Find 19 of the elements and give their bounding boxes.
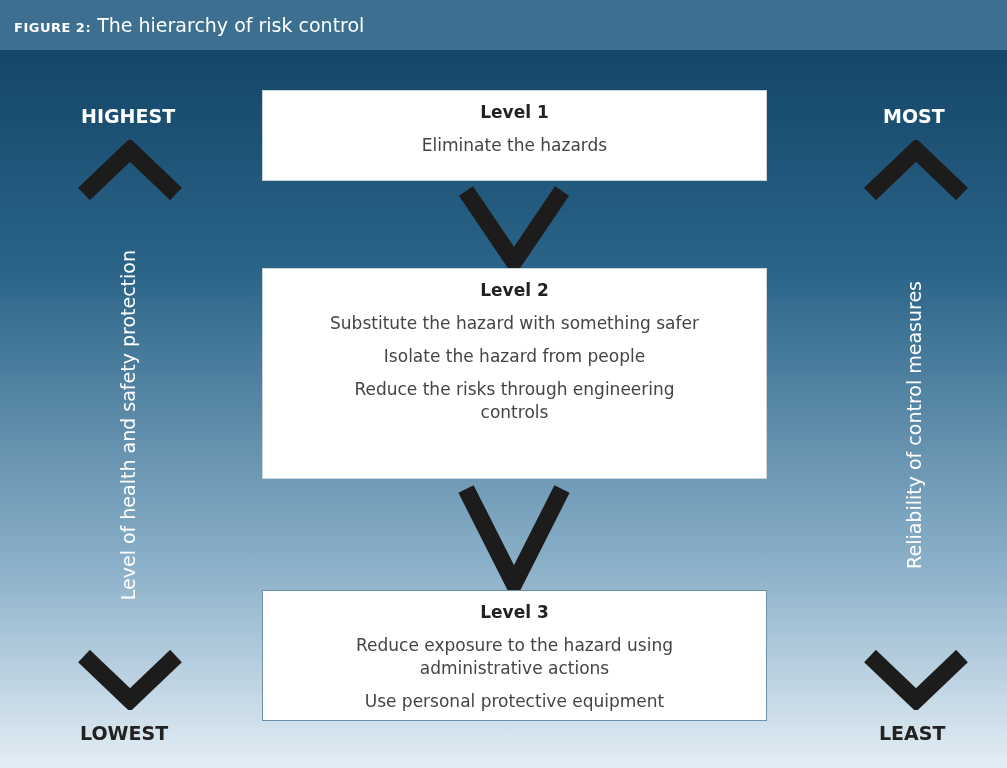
control-measure-text: Eliminate the hazards xyxy=(420,134,609,157)
level-box xyxy=(262,268,767,479)
level-heading: Level 1 xyxy=(479,101,550,124)
level-box xyxy=(262,590,767,721)
scale-top-label: HIGHEST xyxy=(81,105,176,127)
scale-axis-label: Level of health and safety protection xyxy=(117,250,139,601)
scale-bottom-label: LEAST xyxy=(879,722,946,744)
control-measure-text: Use personal protective equipment xyxy=(363,690,666,713)
scale-top-label: MOST xyxy=(883,105,945,127)
level-heading: Level 3 xyxy=(479,601,550,624)
scale-bottom-label: LOWEST xyxy=(80,722,169,744)
control-measure-text: Isolate the hazard from people xyxy=(382,345,647,368)
control-measure-text: Reduce the risks through engineering controls xyxy=(353,378,676,424)
figure-title: FIGURE 2: The hierarchy of risk control xyxy=(14,14,365,36)
level-box xyxy=(262,90,767,181)
control-measure-text: Substitute the hazard with something safer xyxy=(329,312,700,335)
control-measure-text: Reduce exposure to the hazard using administrative actions xyxy=(355,634,674,680)
scale-axis-label: Reliability of control measures xyxy=(903,281,925,569)
level-heading: Level 2 xyxy=(479,279,550,302)
